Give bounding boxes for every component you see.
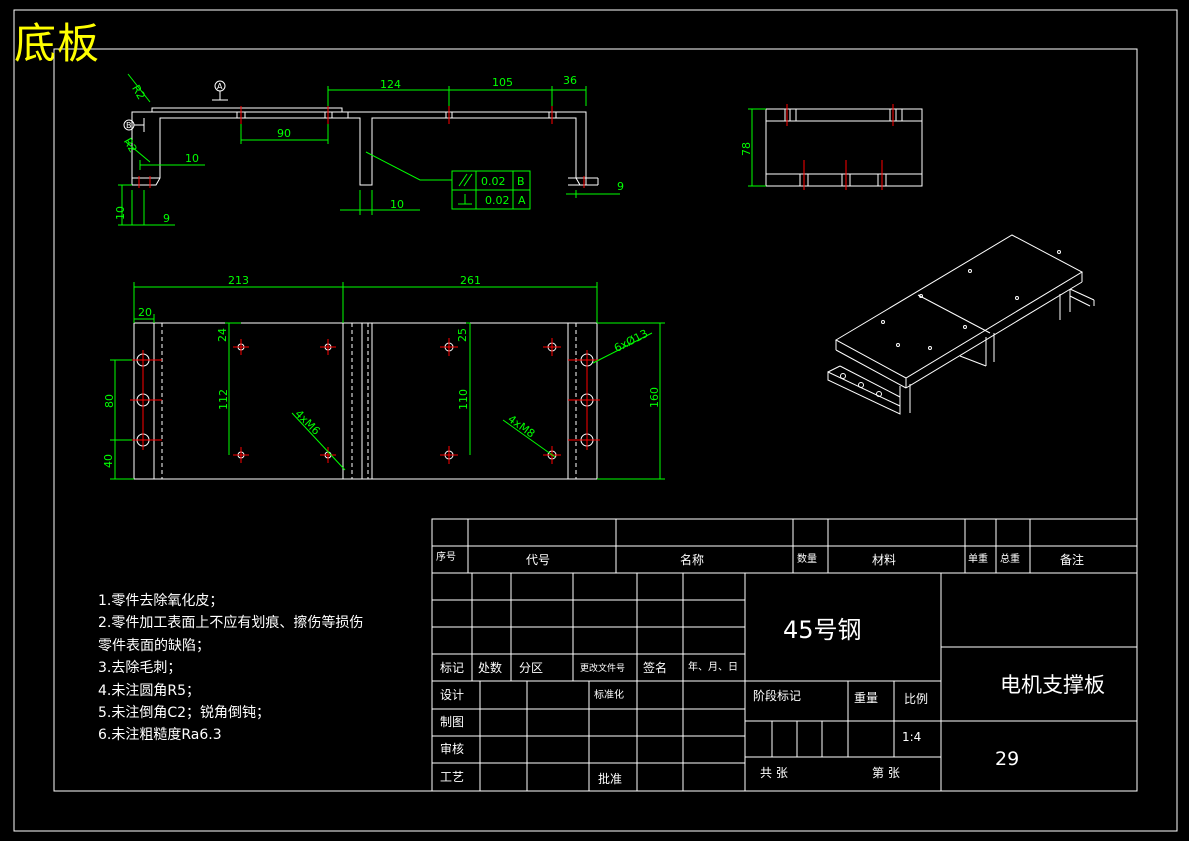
title-block-grid <box>431 518 1138 792</box>
dim-24: 24 <box>216 328 229 342</box>
dim-110: 110 <box>457 389 470 410</box>
radius-r2-a: R2 <box>129 83 148 102</box>
plan-holes <box>136 342 594 460</box>
tb-name: 名称 <box>680 552 704 567</box>
tb-qty: 数量 <box>797 552 817 565</box>
dim-9-a: 9 <box>163 212 170 225</box>
technical-notes: 1.零件去除氧化皮； 2.零件加工表面上不应有划痕、擦伤等损伤 零件表面的缺陷；… <box>98 590 363 747</box>
dim-105: 105 <box>492 76 513 89</box>
datum-symbols <box>123 80 228 132</box>
dim-9-b: 9 <box>617 180 624 193</box>
feature-control-frame <box>451 170 531 210</box>
note-item: 3.去除毛刺； <box>98 660 182 677</box>
note-item: 1.零件去除氧化皮； <box>98 593 224 609</box>
tb-sign: 签名 <box>643 660 667 675</box>
note-item: 5.未注倒角C2；锐角倒钝； <box>98 705 271 722</box>
note-item: 零件表面的缺陷； <box>98 637 210 654</box>
outer-frame <box>13 9 1178 832</box>
plate-profile <box>131 107 587 186</box>
tb-material-header: 材料 <box>872 553 896 567</box>
tb-draw: 制图 <box>440 715 464 729</box>
tb-material-value: 45号钢 <box>783 616 862 644</box>
note-item: 4.未注圆角R5； <box>98 682 200 699</box>
tol-row1-value: 0.02 <box>481 175 506 188</box>
note-item: 6.未注粗糙度Ra6.3 <box>98 727 222 744</box>
tb-zone: 分区 <box>519 661 543 675</box>
plan-view <box>133 322 598 480</box>
tb-part-name: 电机支撑板 <box>1000 673 1105 697</box>
holes-4xm6: 4xM6 <box>292 407 322 437</box>
dim-10-c: 10 <box>114 206 127 220</box>
holes-6xd13: 6xØ13 <box>612 327 650 355</box>
radius-r2-b: R2 <box>121 136 140 155</box>
tol-row1-datum: B <box>517 175 525 188</box>
tb-total-weight: 总重 <box>1000 552 1020 565</box>
datum-a-label: A <box>217 82 223 91</box>
dim-261: 261 <box>460 274 481 287</box>
tb-change-doc: 更改文件号 <box>580 662 625 674</box>
side-centerlines <box>786 104 894 190</box>
tb-weight: 重量 <box>854 691 878 705</box>
datum-b-label: B <box>126 121 132 130</box>
plan-centerlines <box>130 338 600 464</box>
sheet-label: 底板 <box>14 19 101 68</box>
side-view <box>765 108 923 187</box>
tb-code: 代号 <box>526 553 550 567</box>
tb-total-sheets: 共 张 <box>760 766 788 780</box>
dim-40: 40 <box>102 454 115 468</box>
tb-sheet-number: 第 张 <box>872 766 900 780</box>
holes-4xm8: 4xM8 <box>505 412 537 440</box>
tb-scale: 比例 <box>904 692 928 706</box>
plan-dimensions <box>110 282 665 480</box>
tb-check: 审核 <box>440 741 464 756</box>
front-centerlines <box>138 106 585 188</box>
tol-row2-value: 0.02 <box>485 194 510 207</box>
tb-mark: 标记 <box>440 661 464 675</box>
tb-count: 处数 <box>478 660 502 675</box>
tb-standard: 标准化 <box>594 688 624 701</box>
tb-unit-weight: 单重 <box>968 552 988 565</box>
tb-scale-value: 1:4 <box>902 730 921 744</box>
front-dimensions <box>118 73 620 226</box>
side-dimensions <box>748 108 766 187</box>
dim-112: 112 <box>217 389 230 410</box>
tb-approve: 批准 <box>598 771 622 786</box>
dim-20: 20 <box>138 306 152 319</box>
dim-213: 213 <box>228 274 249 287</box>
dim-78: 78 <box>740 142 753 156</box>
tb-process: 工艺 <box>440 770 464 784</box>
tb-drawing-number: 29 <box>995 748 1019 770</box>
dim-25: 25 <box>456 328 469 342</box>
dim-80: 80 <box>103 394 116 408</box>
tb-remark: 备注 <box>1060 552 1084 567</box>
note-item: 2.零件加工表面上不应有划痕、擦伤等损伤 <box>98 615 364 632</box>
tb-date: 年、月、日 <box>688 660 738 673</box>
tol-row2-datum: A <box>518 194 526 207</box>
tb-seq: 序号 <box>436 550 456 563</box>
dim-160: 160 <box>648 387 661 408</box>
tb-design: 设计 <box>440 688 464 702</box>
dim-124: 124 <box>380 78 401 91</box>
isometric-view <box>827 234 1095 415</box>
tb-stage-mark: 阶段标记 <box>753 688 801 703</box>
dim-90: 90 <box>277 127 291 140</box>
front-view <box>131 107 599 186</box>
dim-36: 36 <box>563 74 577 87</box>
dim-10-a: 10 <box>185 152 199 165</box>
dim-10-b: 10 <box>390 198 404 211</box>
